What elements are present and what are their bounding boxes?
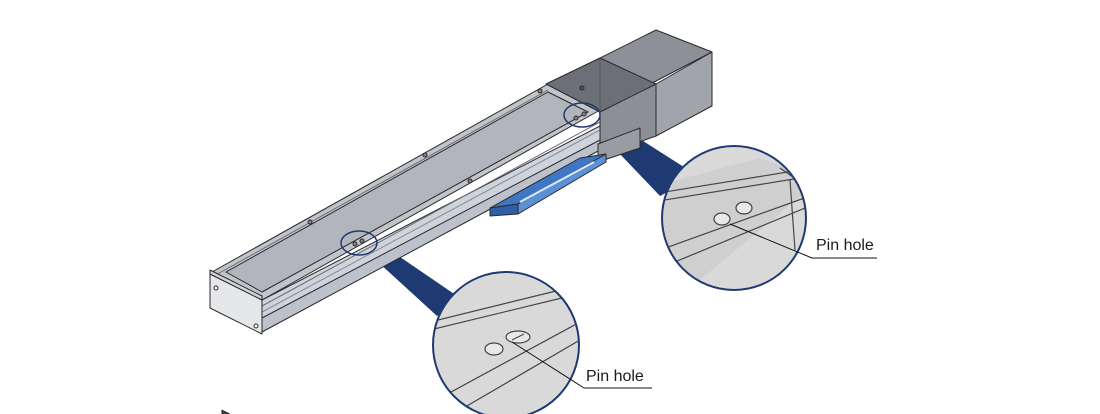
pin-hole-lower-a: [484, 342, 504, 356]
magnifier-lower: Pin hole: [432, 271, 652, 414]
pin-hole-marker-right: [563, 102, 601, 128]
callout-label-right: Pin hole: [816, 237, 874, 254]
actuator-body: [209, 29, 713, 414]
connector-port: [221, 409, 243, 414]
callout-label-lower: Pin hole: [586, 368, 644, 385]
pin-hole-right-b: [735, 201, 753, 215]
pin-hole-marker-lower: [340, 230, 378, 256]
motor-housing-side: [655, 51, 713, 137]
magnifier-right: Pin hole: [661, 145, 877, 291]
pin-hole-right-a: [713, 212, 731, 226]
